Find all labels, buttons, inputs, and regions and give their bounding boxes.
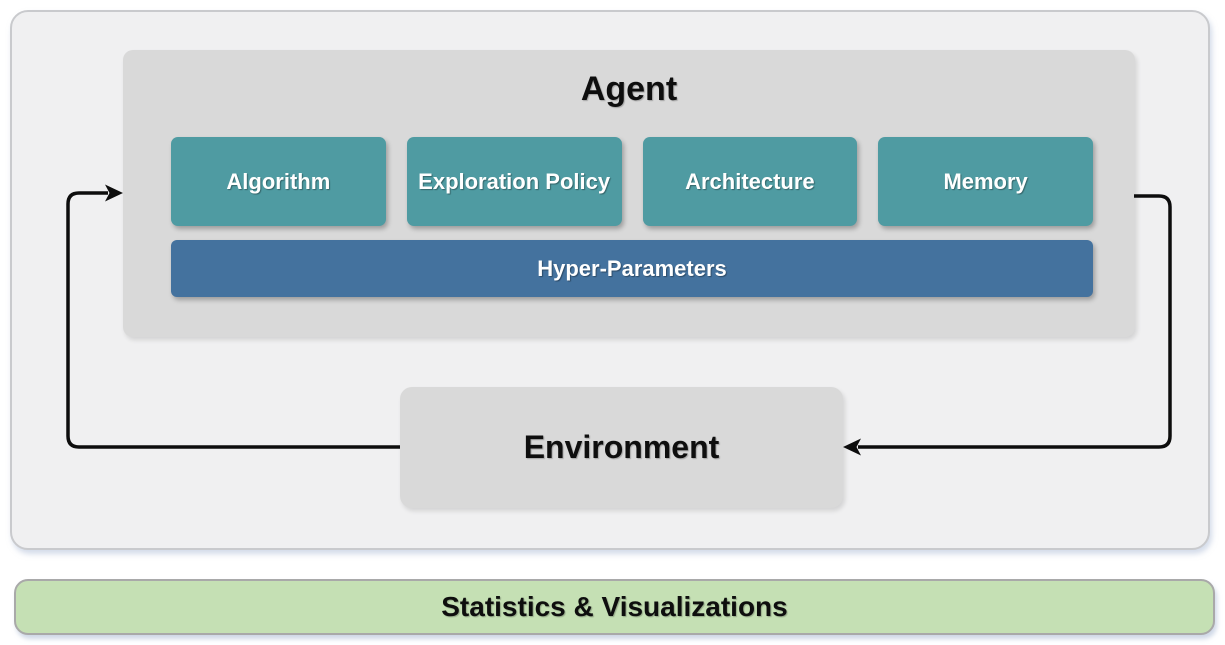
agent-component-row: Algorithm Exploration Policy Architectur… bbox=[171, 137, 1093, 226]
statistics-bar: Statistics & Visualizations bbox=[14, 579, 1215, 635]
component-label-memory: Memory bbox=[943, 168, 1028, 194]
agent-panel: Agent Algorithm Exploration Policy Archi… bbox=[123, 50, 1135, 337]
hyper-parameters-bar: Hyper-Parameters bbox=[171, 240, 1093, 297]
agent-title: Agent bbox=[580, 70, 678, 108]
component-box-exploration-policy: Exploration Policy bbox=[406, 137, 622, 226]
component-label-exploration-policy: Exploration Policy bbox=[418, 168, 611, 194]
environment-label: Environment bbox=[523, 429, 720, 465]
environment-box: Environment bbox=[400, 387, 843, 508]
statistics-label: Statistics & Visualizations bbox=[441, 591, 788, 622]
component-label-architecture: Architecture bbox=[685, 168, 815, 194]
component-box-memory: Memory bbox=[878, 137, 1093, 226]
component-box-algorithm: Algorithm bbox=[171, 137, 386, 226]
component-box-architecture: Architecture bbox=[642, 137, 858, 226]
component-label-algorithm: Algorithm bbox=[226, 168, 331, 194]
hyper-parameters-label: Hyper-Parameters bbox=[537, 255, 727, 281]
